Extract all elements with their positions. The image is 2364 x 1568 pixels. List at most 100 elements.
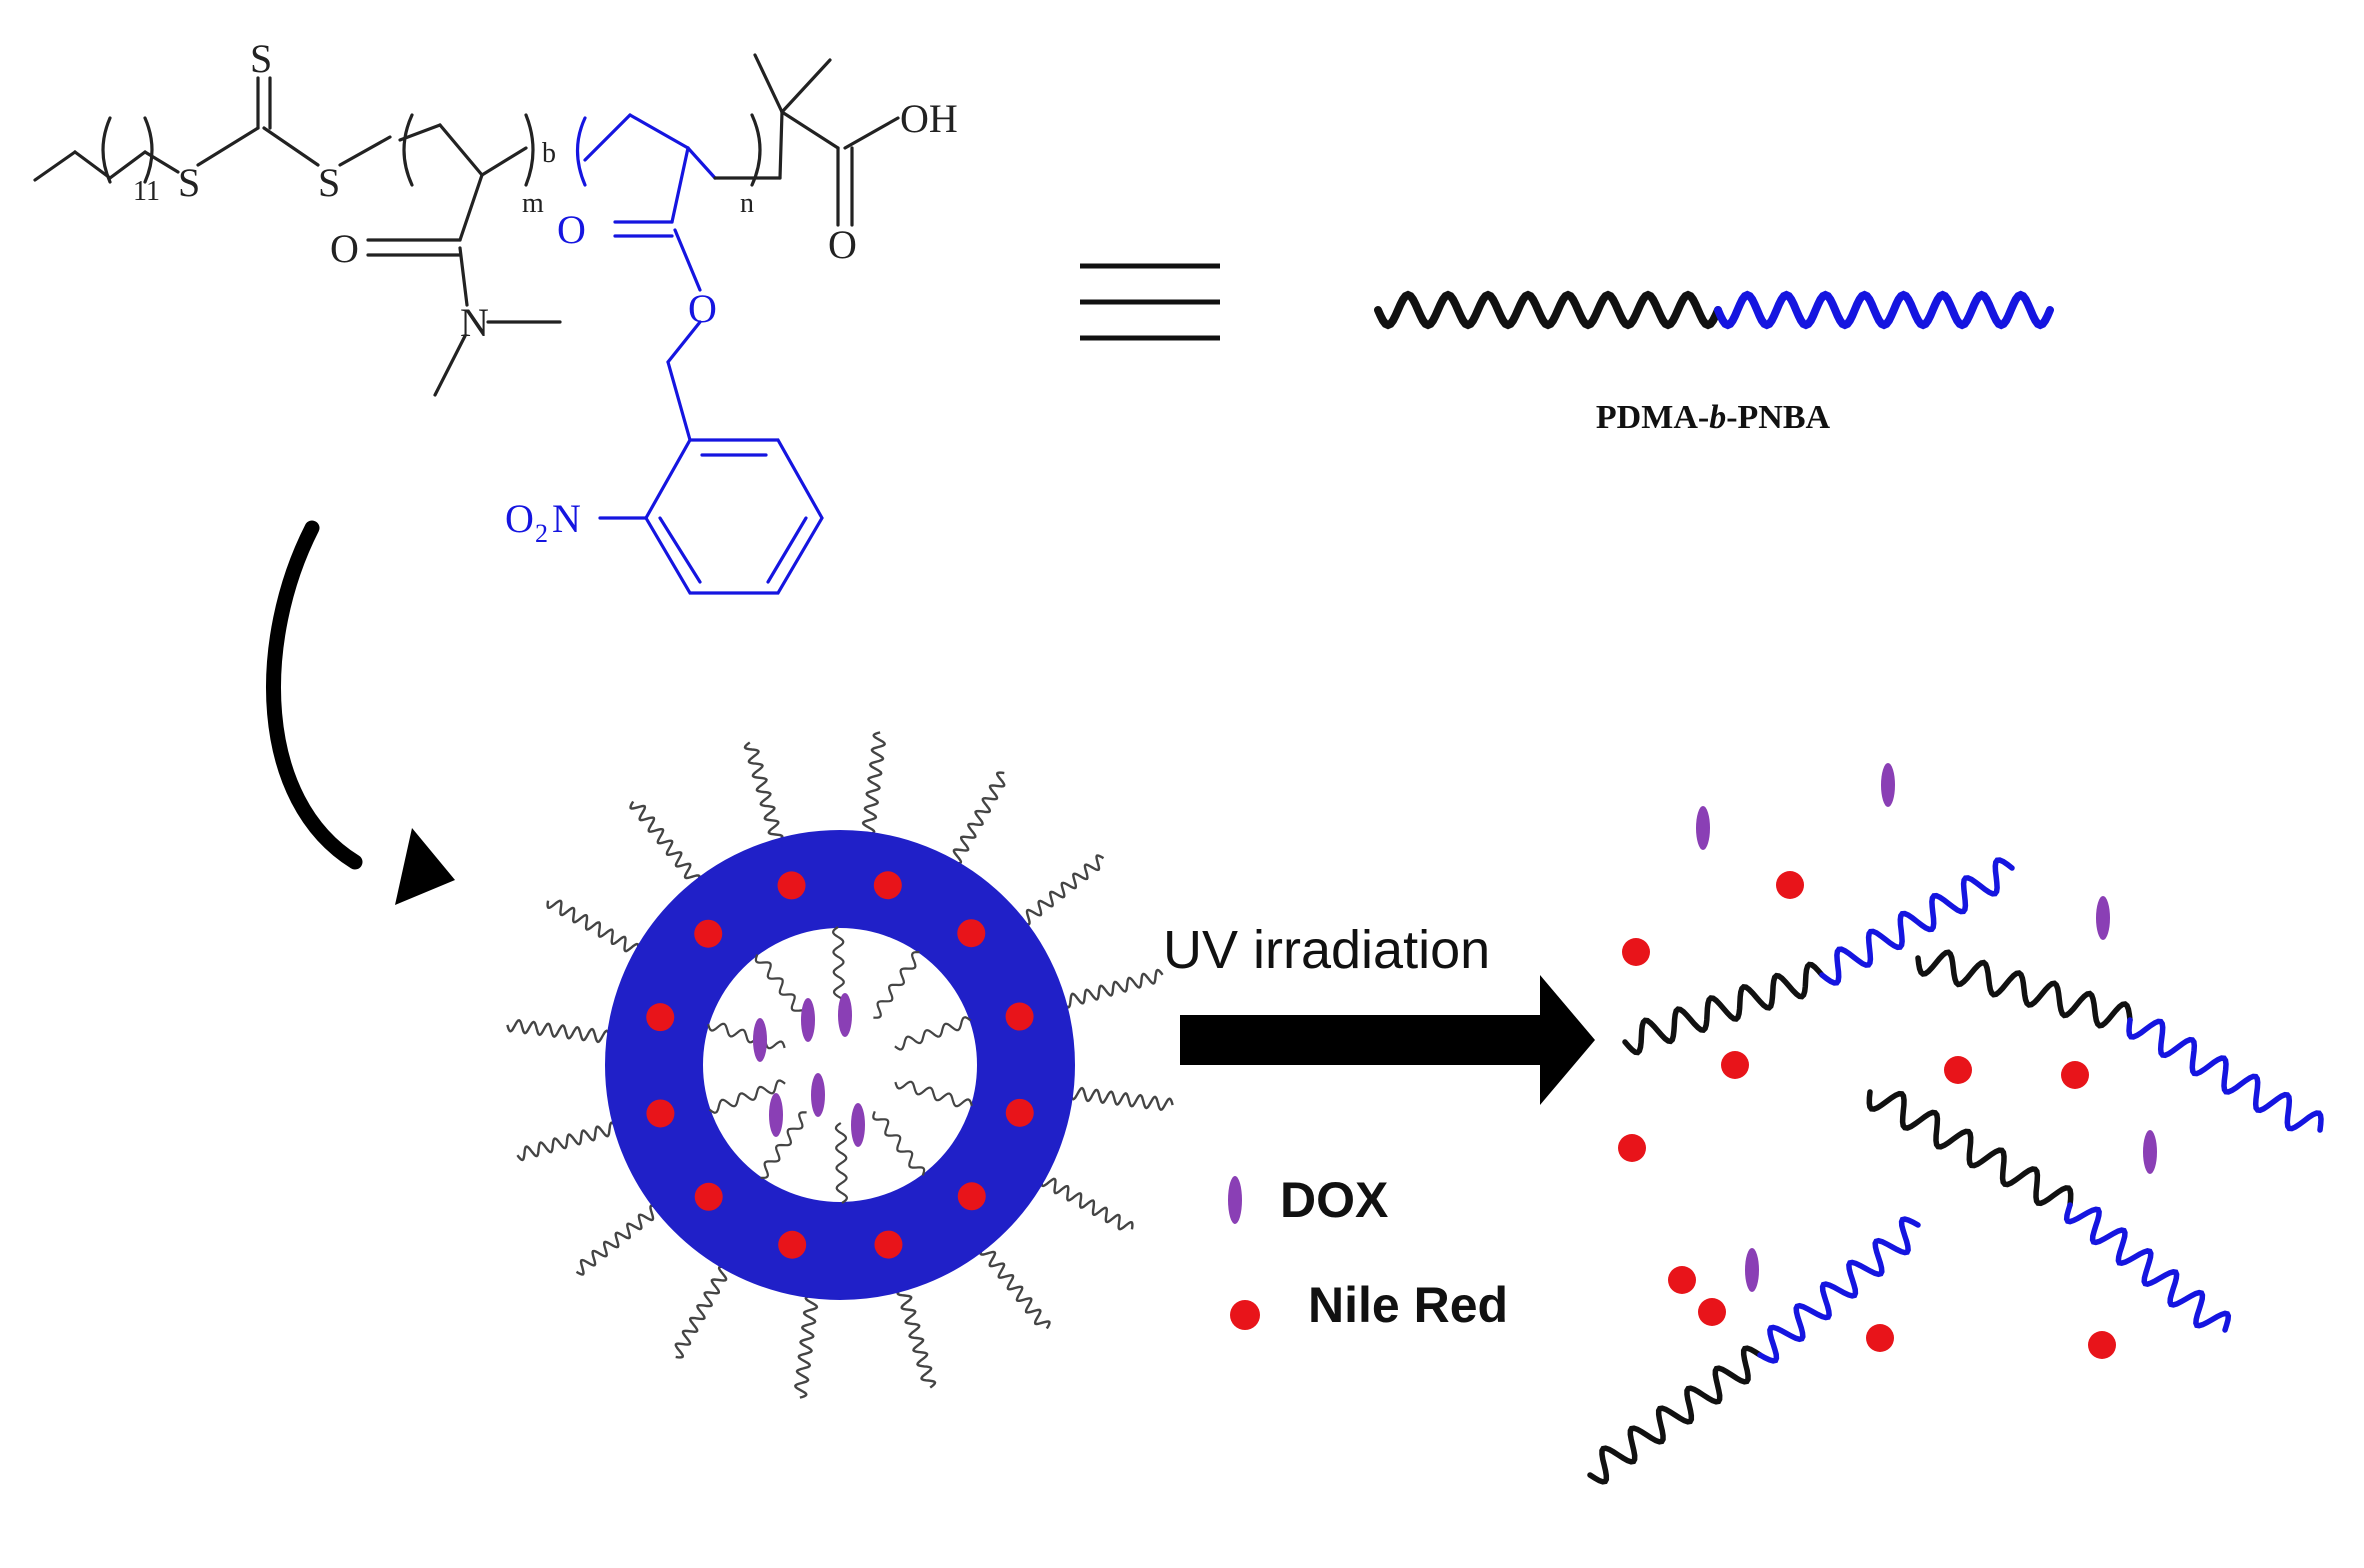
- nile-red-dot: [957, 1182, 986, 1211]
- released-nile-red-dots: [1618, 871, 2116, 1359]
- corona-chain: [575, 1204, 659, 1276]
- inner-chain: [872, 1111, 926, 1176]
- corona-chain: [506, 1018, 611, 1044]
- inner-chain: [754, 954, 808, 1019]
- released-nile-red-dot: [1866, 1324, 1894, 1352]
- released-pnba-block: [2126, 1017, 2324, 1133]
- released-dox-molecule: [1881, 763, 1895, 807]
- inner-chain: [760, 1111, 807, 1180]
- corona-chain: [743, 741, 784, 843]
- released-dox-molecule: [1745, 1248, 1759, 1292]
- dox-molecule: [838, 993, 852, 1037]
- released-pdma-block: [1587, 1345, 1763, 1485]
- nile-red-dot: [778, 1230, 807, 1259]
- inner-chain: [708, 1079, 786, 1114]
- subscript-11: 11: [133, 176, 160, 207]
- atom-o-acid: O: [828, 222, 857, 267]
- released-pdma-block: [1622, 961, 1825, 1056]
- inner-chain: [873, 950, 920, 1019]
- dox-molecule: [811, 1073, 825, 1117]
- released-nile-red-dot: [2061, 1061, 2089, 1089]
- structure-acid-bonds: [713, 53, 900, 227]
- polymer-label: PDMA-b-PNBA: [1596, 399, 1831, 436]
- micelle-dox-molecules: [753, 993, 865, 1147]
- nile-red-dot: [1005, 1098, 1034, 1127]
- released-pnba-block: [1819, 857, 2015, 986]
- released-pdma-block: [1915, 949, 2133, 1029]
- atom-o-amide: O: [330, 226, 359, 271]
- inner-chain: [831, 926, 846, 1008]
- released-dox-molecule: [2096, 896, 2110, 940]
- uv-irradiation-label: UV irradiation: [1163, 920, 1490, 980]
- self-assembly-arrow: [266, 520, 363, 870]
- released-polymer-chains: [1587, 857, 2324, 1485]
- legend-nile-red-icon: [1230, 1300, 1260, 1330]
- corona-chain: [793, 1294, 819, 1399]
- released-dox-molecule: [1696, 806, 1710, 850]
- corona-chain: [1069, 1086, 1174, 1112]
- nile-red-dot: [957, 919, 986, 948]
- polymer-block-pnba: [1714, 290, 2054, 330]
- uv-arrow: [1180, 975, 1595, 1105]
- released-pnba-block: [2063, 1202, 2232, 1333]
- inner-chain: [834, 1122, 849, 1204]
- released-nile-red-dot: [1698, 1298, 1726, 1326]
- subscript-m: m: [522, 188, 544, 219]
- nile-red-dot: [777, 871, 806, 900]
- atom-nitro-o: O: [505, 496, 534, 541]
- inner-chain: [707, 1022, 786, 1050]
- legend-dox-icon: [1228, 1176, 1242, 1224]
- structure-atom-labels: S S S 11 m b n O N O O O OH O 2 N: [133, 36, 958, 548]
- chemical-structure-pdma-b-pnba: S S S 11 m b n O N O O O OH O 2 N: [33, 36, 958, 595]
- atom-nitro-n: N: [552, 496, 581, 541]
- corona-chain: [1021, 854, 1105, 926]
- atom-n-amide: N: [460, 300, 489, 345]
- corona-chain: [896, 1287, 937, 1389]
- structure-blue-bonds: [575, 113, 824, 595]
- released-nile-red-dot: [1776, 871, 1804, 899]
- dox-molecule: [801, 998, 815, 1042]
- micelle-corona-chains: [506, 731, 1174, 1399]
- micelle-inner-chains: [707, 926, 973, 1204]
- nile-red-dot: [873, 871, 902, 900]
- structure-black-bonds: [33, 76, 562, 397]
- nile-red-dot: [694, 1182, 723, 1211]
- atom-oh: OH: [900, 96, 958, 141]
- released-pdma-block: [1866, 1089, 2074, 1208]
- self-assembly-arrowhead: [395, 828, 455, 905]
- legend-nile-red-label: Nile Red: [1308, 1277, 1508, 1333]
- released-pnba-block: [1757, 1216, 1921, 1364]
- nile-red-dot: [1005, 1002, 1034, 1031]
- corona-chain: [516, 1121, 618, 1162]
- nile-red-dot: [874, 1230, 903, 1259]
- released-dox-molecule: [2143, 1130, 2157, 1174]
- released-nile-red-dot: [1668, 1266, 1696, 1294]
- released-nile-red-dot: [1944, 1056, 1972, 1084]
- equivalence-sign: [1080, 263, 1220, 341]
- released-nile-red-dot: [1618, 1134, 1646, 1162]
- corona-chain: [979, 1246, 1051, 1330]
- inner-chain: [894, 1016, 972, 1051]
- released-dox-molecules: [1696, 763, 2157, 1292]
- atom-s-left: S: [178, 160, 200, 205]
- subscript-nitro-2: 2: [535, 519, 548, 548]
- atom-s-thione: S: [250, 36, 272, 81]
- corona-chain: [629, 800, 701, 884]
- dox-molecule: [753, 1018, 767, 1062]
- released-nile-red-dot: [2088, 1331, 2116, 1359]
- atom-o-ester-carbonyl: O: [557, 207, 586, 252]
- atom-s-right: S: [318, 160, 340, 205]
- dox-molecule: [851, 1103, 865, 1147]
- atom-o-ester: O: [688, 286, 717, 331]
- legend-dox-label: DOX: [1280, 1172, 1388, 1228]
- corona-chain: [1062, 968, 1164, 1009]
- micelle-shell: [605, 830, 1075, 1300]
- nile-red-dot: [694, 919, 723, 948]
- corona-chain: [674, 1265, 728, 1359]
- released-nile-red-dot: [1622, 938, 1650, 966]
- subscript-n: n: [740, 188, 754, 219]
- inner-chain: [894, 1080, 973, 1108]
- released-nile-red-dot: [1721, 1051, 1749, 1079]
- nile-red-dot: [646, 1003, 675, 1032]
